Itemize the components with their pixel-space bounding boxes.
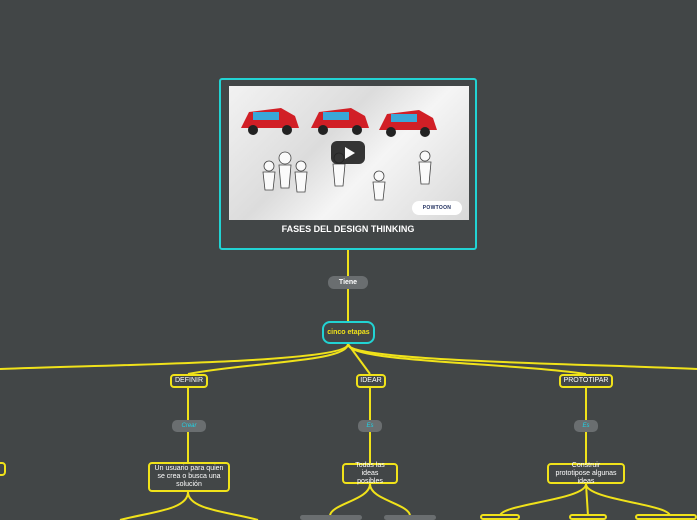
branch-prototipar[interactable]: PROTOTIPAR bbox=[559, 374, 613, 388]
video-thumbnail[interactable]: POWTOON bbox=[229, 86, 469, 220]
node-todas-ideas[interactable]: Todas las ideas posibles bbox=[342, 462, 398, 485]
powtoon-logo: POWTOON bbox=[412, 201, 462, 215]
partial-node-proto-2[interactable] bbox=[569, 514, 607, 520]
connector-tiene[interactable]: Tiene bbox=[328, 276, 368, 289]
branch-definir[interactable]: DEFINIR bbox=[170, 374, 208, 388]
partial-node-idear-2[interactable] bbox=[384, 515, 436, 520]
partial-node-proto-1[interactable] bbox=[480, 514, 520, 520]
node-construir-prototipos[interactable]: Construir prototipose algunas ideas bbox=[547, 462, 625, 485]
branch-idear[interactable]: IDEAR bbox=[356, 374, 386, 388]
car-illustration bbox=[241, 108, 437, 201]
play-icon bbox=[344, 146, 355, 159]
play-button[interactable] bbox=[331, 141, 365, 164]
topic-title: FASES DEL DESIGN THINKING bbox=[281, 224, 415, 234]
partial-node-proto-3[interactable] bbox=[635, 514, 697, 520]
node-usuario[interactable]: Un usuario para quien se crea o busca un… bbox=[148, 462, 230, 492]
center-node[interactable]: cinco etapas bbox=[322, 321, 375, 344]
partial-node-idear-1[interactable] bbox=[300, 515, 362, 520]
connector-es-idear[interactable]: Es bbox=[358, 420, 382, 432]
topic-card[interactable]: POWTOON FASES DEL DESIGN THINKING bbox=[219, 78, 477, 250]
connector-crear[interactable]: Crear bbox=[172, 420, 206, 432]
partial-node-left[interactable] bbox=[0, 462, 6, 476]
connector-es-prototipar[interactable]: Es bbox=[574, 420, 598, 432]
